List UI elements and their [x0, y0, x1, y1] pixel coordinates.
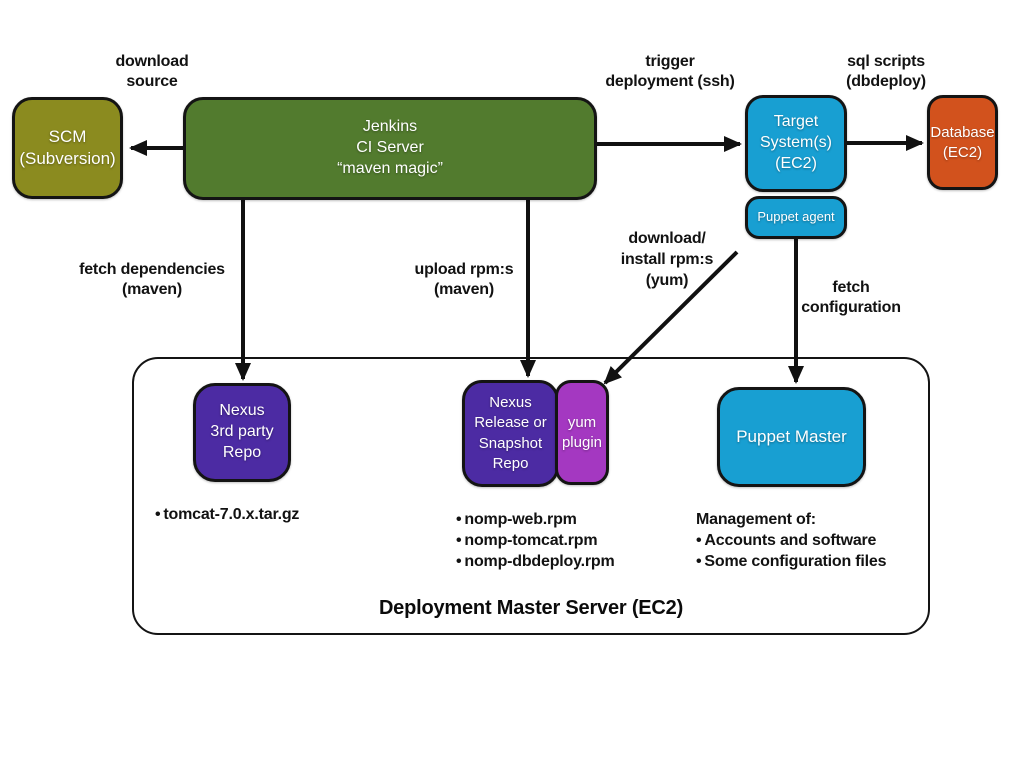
note-heading: Management of:: [696, 511, 816, 528]
label-trigger-deployment: trigger deployment (ssh): [605, 53, 735, 90]
list-item: nomp-web.rpm: [456, 509, 614, 530]
list-item: tomcat-7.0.x.tar.gz: [155, 504, 299, 525]
label-download-install-rpms: download/ install rpm:s (yum): [620, 230, 714, 289]
node-nexus-3rd-party-repo: Nexus 3rd party Repo: [193, 383, 291, 482]
node-target-systems-ec2: Target System(s) (EC2): [745, 95, 847, 192]
arrow-puppetagent-to-yum-plugin: [603, 250, 739, 385]
label-upload-rpms: upload rpm:s (maven): [414, 261, 514, 298]
list-item: nomp-dbdeploy.rpm: [456, 551, 614, 572]
note-release-artifacts: nomp-web.rpm nomp-tomcat.rpm nomp-dbdepl…: [456, 509, 614, 572]
label-fetch-configuration: fetch configuration: [801, 279, 901, 316]
list-item: Accounts and software: [696, 530, 886, 551]
node-scm-subversion: SCM (Subversion): [12, 97, 123, 199]
deployment-master-server-title: Deployment Master Server (EC2): [378, 597, 684, 619]
list-item: Some configuration files: [696, 551, 886, 572]
label-fetch-dependencies: fetch dependencies (maven): [79, 261, 225, 298]
node-nexus-release-snapshot-repo: Nexus Release or Snapshot Repo: [462, 380, 559, 487]
node-database-ec2: Database (EC2): [927, 95, 998, 190]
label-sql-scripts: sql scripts (dbdeploy): [846, 53, 926, 90]
note-puppet-management: Management of: Accounts and software Som…: [696, 509, 886, 572]
label-download-source: download source: [115, 53, 189, 90]
node-puppet-master: Puppet Master: [717, 387, 866, 487]
node-yum-plugin: yum plugin: [555, 380, 609, 485]
list-item: nomp-tomcat.rpm: [456, 530, 614, 551]
node-jenkins-ci-server: Jenkins CI Server “maven magic”: [183, 97, 597, 200]
note-nexus-3rd-artifacts: tomcat-7.0.x.tar.gz: [155, 504, 299, 525]
node-puppet-agent: Puppet agent: [745, 196, 847, 239]
